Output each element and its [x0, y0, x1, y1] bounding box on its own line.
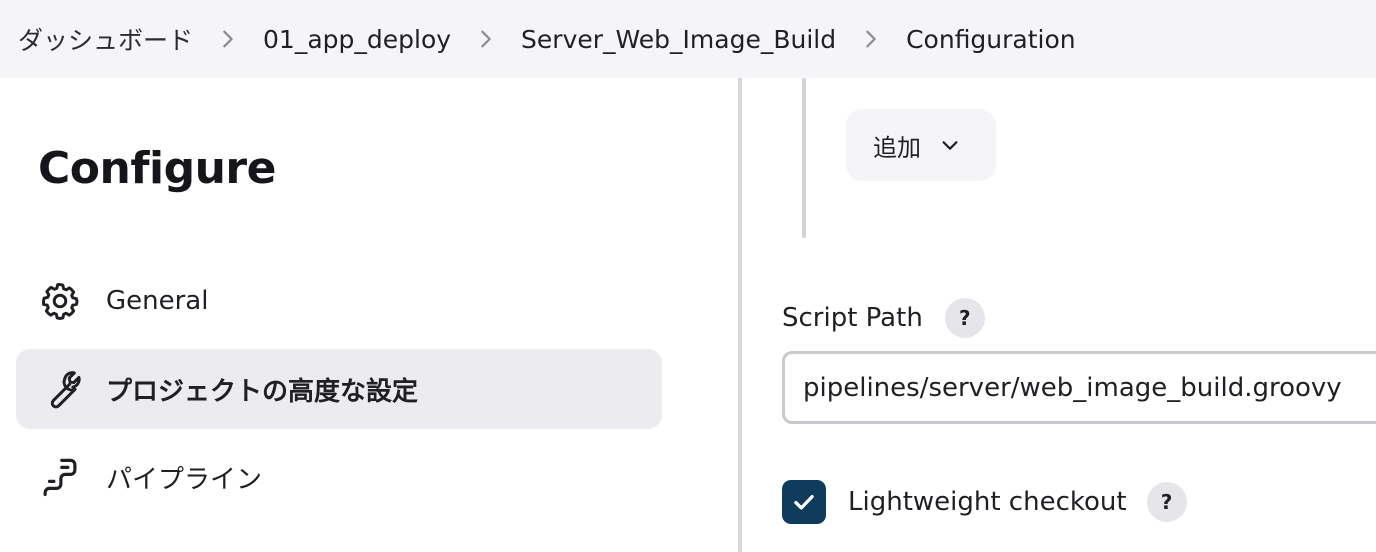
add-button-label: 追加: [873, 133, 921, 162]
chevron-down-icon: [942, 141, 958, 150]
sidebar-item-general[interactable]: General: [16, 261, 662, 341]
sidebar-item-advanced-project-settings[interactable]: プロジェクトの高度な設定: [16, 349, 662, 429]
breadcrumb-job[interactable]: Server_Web_Image_Build: [521, 24, 837, 54]
breadcrumb: ダッシュボード 01_app_deploy Server_Web_Image_B…: [0, 0, 1376, 78]
lightweight-checkout-row: Lightweight checkout ?: [782, 480, 1187, 524]
chevron-right-icon: [836, 24, 906, 54]
checkmark-icon: [794, 494, 814, 510]
chevron-right-icon: [193, 24, 263, 54]
page-title: Configure: [38, 143, 276, 194]
script-path-label-row: Script Path ?: [782, 298, 985, 338]
sidebar-item-pipeline[interactable]: パイプライン: [16, 437, 662, 517]
config-content: 追加 Script Path ? Lightweight checkout ?: [742, 78, 1376, 552]
script-path-help-button[interactable]: ?: [944, 298, 985, 338]
config-sidebar: Configure General プロジェクトの高度な設定: [0, 78, 738, 552]
sidebar-item-label: General: [106, 286, 209, 316]
sidebar-item-label: プロジェクトの高度な設定: [106, 376, 419, 407]
lightweight-checkout-label[interactable]: Lightweight checkout: [848, 487, 1127, 517]
sidebar-item-label: パイプライン: [106, 464, 263, 495]
script-path-label: Script Path: [782, 303, 923, 333]
lightweight-checkout-checkbox[interactable]: [782, 480, 826, 524]
breadcrumb-dashboard[interactable]: ダッシュボード: [18, 26, 194, 55]
breadcrumb-folder[interactable]: 01_app_deploy: [263, 24, 452, 54]
lightweight-checkout-help-button[interactable]: ?: [1146, 482, 1187, 522]
script-path-input[interactable]: [782, 351, 1376, 424]
add-button[interactable]: 追加: [846, 109, 996, 181]
wrench-icon: [38, 367, 82, 411]
breadcrumb-configuration[interactable]: Configuration: [906, 24, 1076, 54]
panel-splitter[interactable]: [738, 78, 742, 552]
chevron-right-icon: [451, 24, 521, 54]
gear-icon: [38, 279, 82, 323]
section-indent-line: [802, 78, 806, 238]
pipeline-icon: [38, 455, 82, 499]
